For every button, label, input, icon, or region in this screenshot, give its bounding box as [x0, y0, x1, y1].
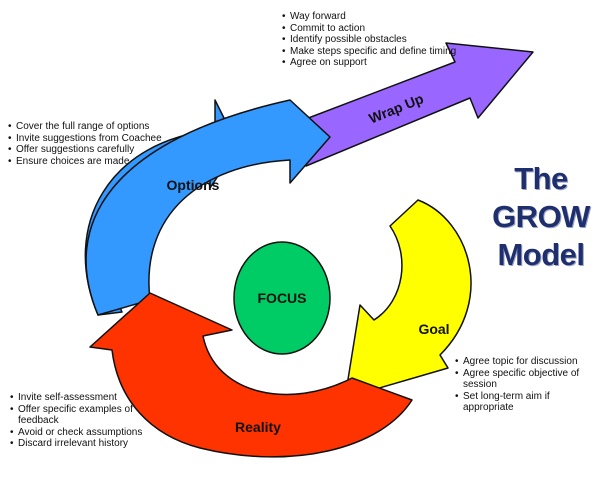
- list-item: Agree specific objective of session: [455, 368, 597, 391]
- options-arrow-body: [85, 99, 331, 316]
- list-item: Avoid or check assumptions: [10, 427, 160, 439]
- goal-label: Goal: [418, 321, 449, 337]
- reality-label: Reality: [235, 419, 281, 435]
- focus-label: FOCUS: [258, 290, 307, 306]
- title-line: Model: [497, 237, 585, 272]
- title-line: GROW: [492, 199, 590, 234]
- wrap-up-bullets: Way forward Commit to action Identify po…: [282, 11, 462, 69]
- options-bullets: Cover the full range of options Invite s…: [8, 121, 208, 167]
- list-item: Cover the full range of options: [8, 121, 208, 133]
- list-item: Commit to action: [282, 23, 462, 35]
- goal-bullets: Agree topic for discussion Agree specifi…: [455, 356, 597, 414]
- title-line: The: [514, 161, 568, 196]
- list-item: Set long-term aim if appropriate: [455, 391, 597, 414]
- list-item: Identify possible obstacles: [282, 34, 462, 46]
- list-item: Make steps specific and define timing: [282, 46, 462, 58]
- diagram-title: The GROW Model: [486, 160, 596, 274]
- list-item: Agree topic for discussion: [455, 356, 597, 368]
- list-item: Way forward: [282, 11, 462, 23]
- list-item: Invite suggestions from Coachee: [8, 133, 208, 145]
- focus-circle: [233, 241, 331, 355]
- list-item: Ensure choices are made: [8, 156, 208, 168]
- list-item: Agree on support: [282, 57, 462, 69]
- list-item: Offer specific examples of feedback: [10, 404, 160, 427]
- reality-bullets: Invite self-assessment Offer specific ex…: [10, 392, 160, 450]
- list-item: Offer suggestions carefully: [8, 144, 208, 156]
- list-item: Discard irrelevant history: [10, 438, 160, 450]
- goal-arrow: [344, 199, 472, 399]
- options-label: Options: [167, 177, 220, 193]
- list-item: Invite self-assessment: [10, 392, 160, 404]
